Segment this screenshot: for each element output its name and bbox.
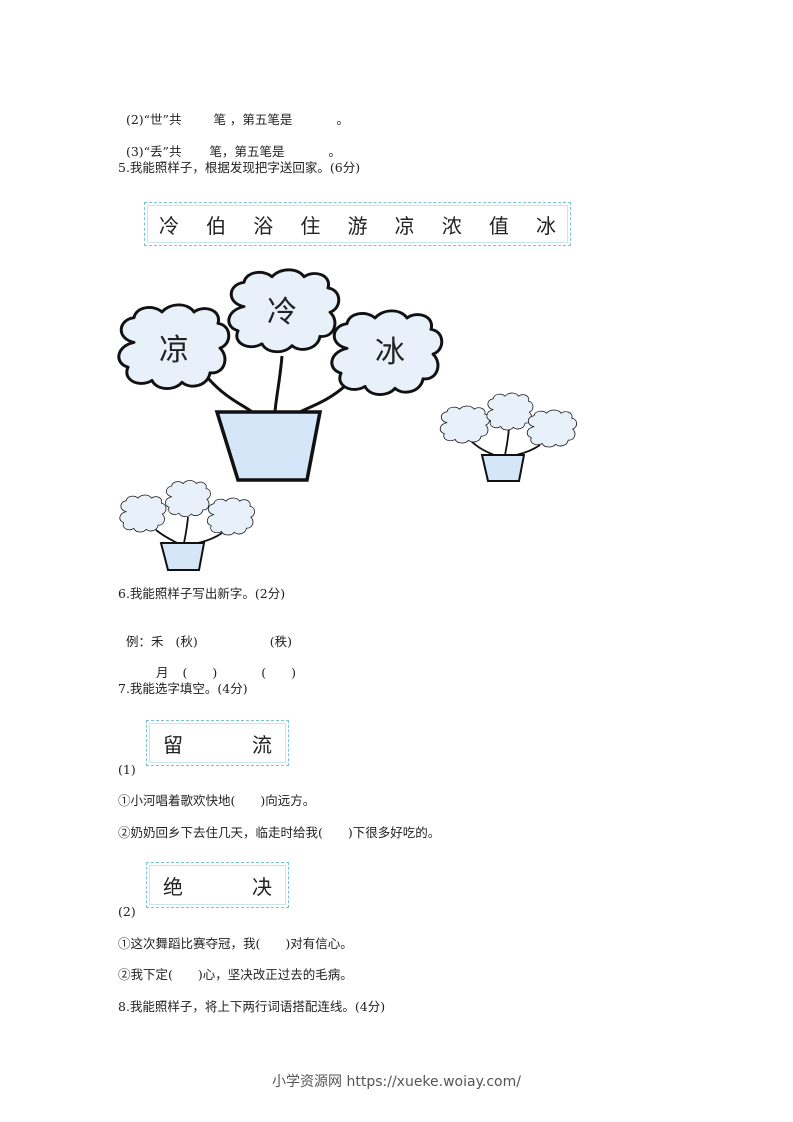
word-bank-char: 凉 [394,213,415,238]
q6-row2-a[interactable]: ( ) [182,665,218,680]
q8-title: 8.我能照样子，将上下两行词语搭配连线。(4分) [118,999,386,1014]
small-flower-pot-left [119,480,255,571]
q7-part1-sentence1: ①小河唱着歌欢快地( )向远方。 [118,793,316,808]
q4-sub2: (2)“世”共 笔 ，第五笔是 。 [118,96,349,128]
q7-part2-sentence1: ①这次舞蹈比赛夺冠，我( )对有信心。 [118,936,353,951]
q6-example-a: (秋) [175,634,198,649]
q7-part1-label: (1) [118,762,136,777]
q7-part1-choices: 留 流 [146,720,289,766]
q4-sub2-prefix: (2)“世”共 [125,112,182,127]
big-pot [214,410,323,482]
choice-char: 留 [163,732,183,757]
q6-row2: 月 ( ) ( ) [148,649,296,681]
q6-example-b: (秩) [269,634,292,649]
q4-sub3-end: 。 [328,144,341,159]
q5-word-bank: 冷 伯 浴 住 游 凉 浓 值 冰 [144,202,571,246]
flower-char-left: 凉 [159,333,189,368]
q6-row2-label: 月 [155,665,169,680]
q7-title: 7.我能选字填空。(4分) [118,681,248,696]
word-bank-char: 冷 [159,213,179,238]
q4-sub3: (3)“丢”共 笔，第五笔是 。 [118,128,341,160]
q4-sub2-mid: 笔 ，第五笔是 [213,112,293,127]
q7-part2-label: (2) [118,904,136,919]
q6-row2-b[interactable]: ( ) [261,665,296,680]
q4-sub3-mid: 笔，第五笔是 [209,144,285,159]
word-bank-char: 住 [300,213,321,238]
word-bank-char: 伯 [206,213,227,238]
choice-char: 决 [252,874,272,899]
flower-char-right: 冰 [375,335,405,370]
q4-sub3-prefix: (3)“丢”共 [125,144,182,159]
q4-sub2-end: 。 [336,112,349,127]
choice-char: 绝 [163,874,183,899]
footer-watermark: 小学资源网 https://xueke.woiay.com/ [272,1074,521,1090]
word-bank-char: 冰 [536,213,556,238]
q7-part2-choices: 绝 决 [146,862,289,908]
q6-example-row: 例：禾 (秋) (秩) [118,618,292,650]
flower-char-center: 冷 [267,295,297,330]
word-bank-char: 浓 [441,213,462,238]
word-bank-char: 值 [488,213,509,238]
word-bank-char: 游 [347,213,368,238]
q6-example-label: 例：禾 [125,634,164,649]
q5-title: 5.我能照样子，根据发现把字送回家。(6分) [118,160,361,175]
q7-part2-sentence2: ②我下定( )心，坚决改正过去的毛病。 [118,967,353,982]
small-flower-pot-right [439,392,578,482]
q6-title: 6.我能照样子写出新字。(2分) [118,586,286,601]
q7-part1-sentence2: ②奶奶回乡下去住几天，临走时给我( )下很多好吃的。 [118,825,441,840]
word-bank-char: 浴 [253,213,274,238]
choice-char: 流 [252,732,272,757]
